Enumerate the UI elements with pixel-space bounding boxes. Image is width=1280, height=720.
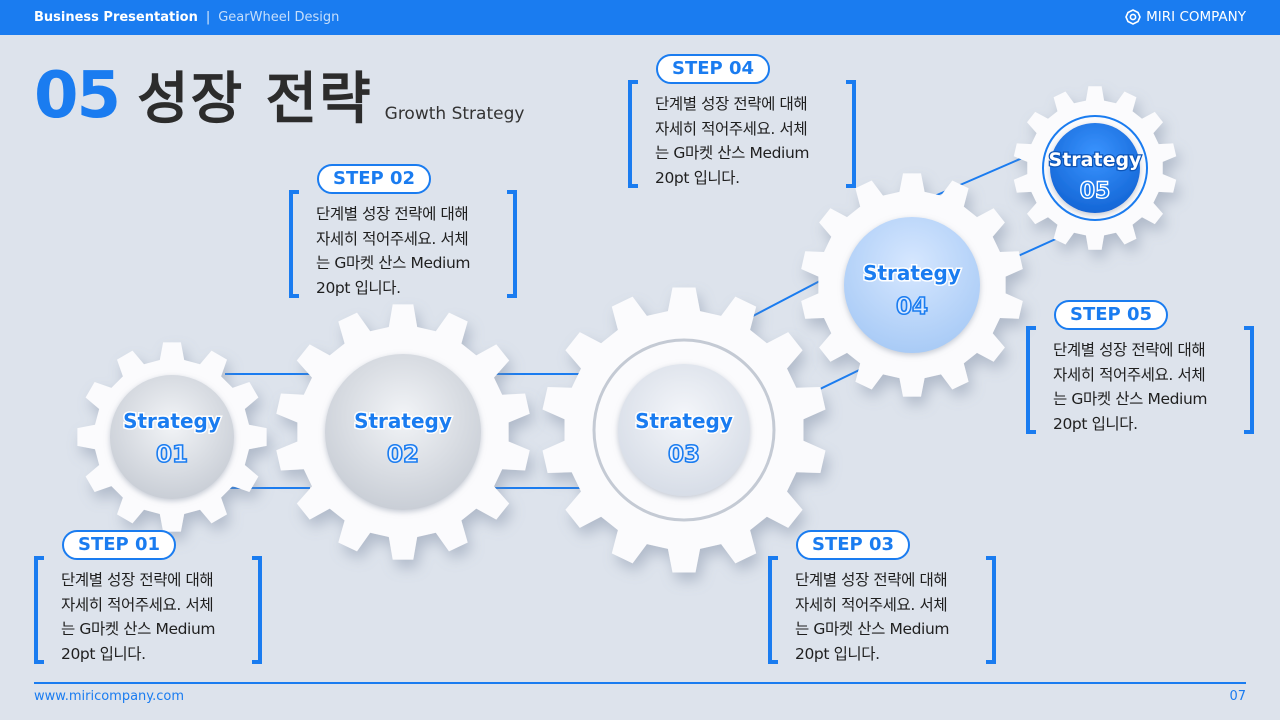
header-left: Business Presentation | GearWheel Design [34,10,339,25]
step-02-bracket-left [289,190,299,298]
step-01-text: 단계별 성장 전략에 대해 자세히 적어주세요. 서체 는 G마켓 산스 Med… [61,571,216,663]
header-subtitle: GearWheel Design [218,10,340,25]
gear-5 [1013,86,1177,250]
gear-4 [801,173,1023,397]
title-english: Growth Strategy [384,104,525,124]
step-02-text: 단계별 성장 전략에 대해 자세히 적어주세요. 서체 는 G마켓 산스 Med… [316,205,471,297]
page-title: 05 성장 전략 Growth Strategy [34,64,524,128]
section-number: 05 [34,59,121,133]
step-04-text: 단계별 성장 전략에 대해 자세히 적어주세요. 서체 는 G마켓 산스 Med… [655,95,810,187]
step-05-pill: STEP 05 [1054,300,1169,330]
step-03-bracket-left [768,556,778,664]
step-03-bracket-right [986,556,996,664]
gear-4-number: 04 [896,294,928,320]
step-02-bracket-right [507,190,517,298]
gear-3-label: Strategy [635,409,733,433]
step-03-pill: STEP 03 [796,530,911,560]
step-04-bracket-left [628,80,638,188]
footer-url[interactable]: www.miricompany.com [34,689,185,704]
step-02-pill: STEP 02 [317,164,432,194]
step-04-bracket-right [846,80,856,188]
step-01-bracket-left [34,556,44,664]
company-name: MIRI COMPANY [1146,9,1246,25]
gear-2 [276,304,530,560]
gear-1-label: Strategy [123,409,221,433]
gear-logo-icon [1125,9,1142,25]
step-05-bracket-left [1026,326,1036,434]
step-05-text: 단계별 성장 전략에 대해 자세히 적어주세요. 서체 는 G마켓 산스 Med… [1053,341,1208,433]
footer-divider [34,682,1246,684]
step-05-bracket-right [1244,326,1254,434]
header-separator: | [205,10,211,25]
gear-4-label: Strategy [863,261,961,285]
gear-2-label: Strategy [354,409,452,433]
company-brand: MIRI COMPANY [1125,9,1246,25]
step-04-pill: STEP 04 [656,54,771,84]
page-number: 07 [1229,689,1246,704]
gear-3-number: 03 [668,442,700,468]
title-korean: 성장 전략 [137,67,373,132]
gear-1-number: 01 [156,442,188,468]
gear-3 [542,287,826,573]
header-title: Business Presentation [34,10,198,25]
gear-5-number: 05 [1080,179,1111,204]
step-01-pill: STEP 01 [62,530,177,560]
step-03-text: 단계별 성장 전략에 대해 자세히 적어주세요. 서체 는 G마켓 산스 Med… [795,571,950,663]
gear-5-label: Strategy [1049,149,1143,171]
step-01-bracket-right [252,556,262,664]
gear-2-number: 02 [387,442,419,468]
gear-1 [77,342,267,532]
top-bar: Business Presentation | GearWheel Design M… [0,0,1280,35]
